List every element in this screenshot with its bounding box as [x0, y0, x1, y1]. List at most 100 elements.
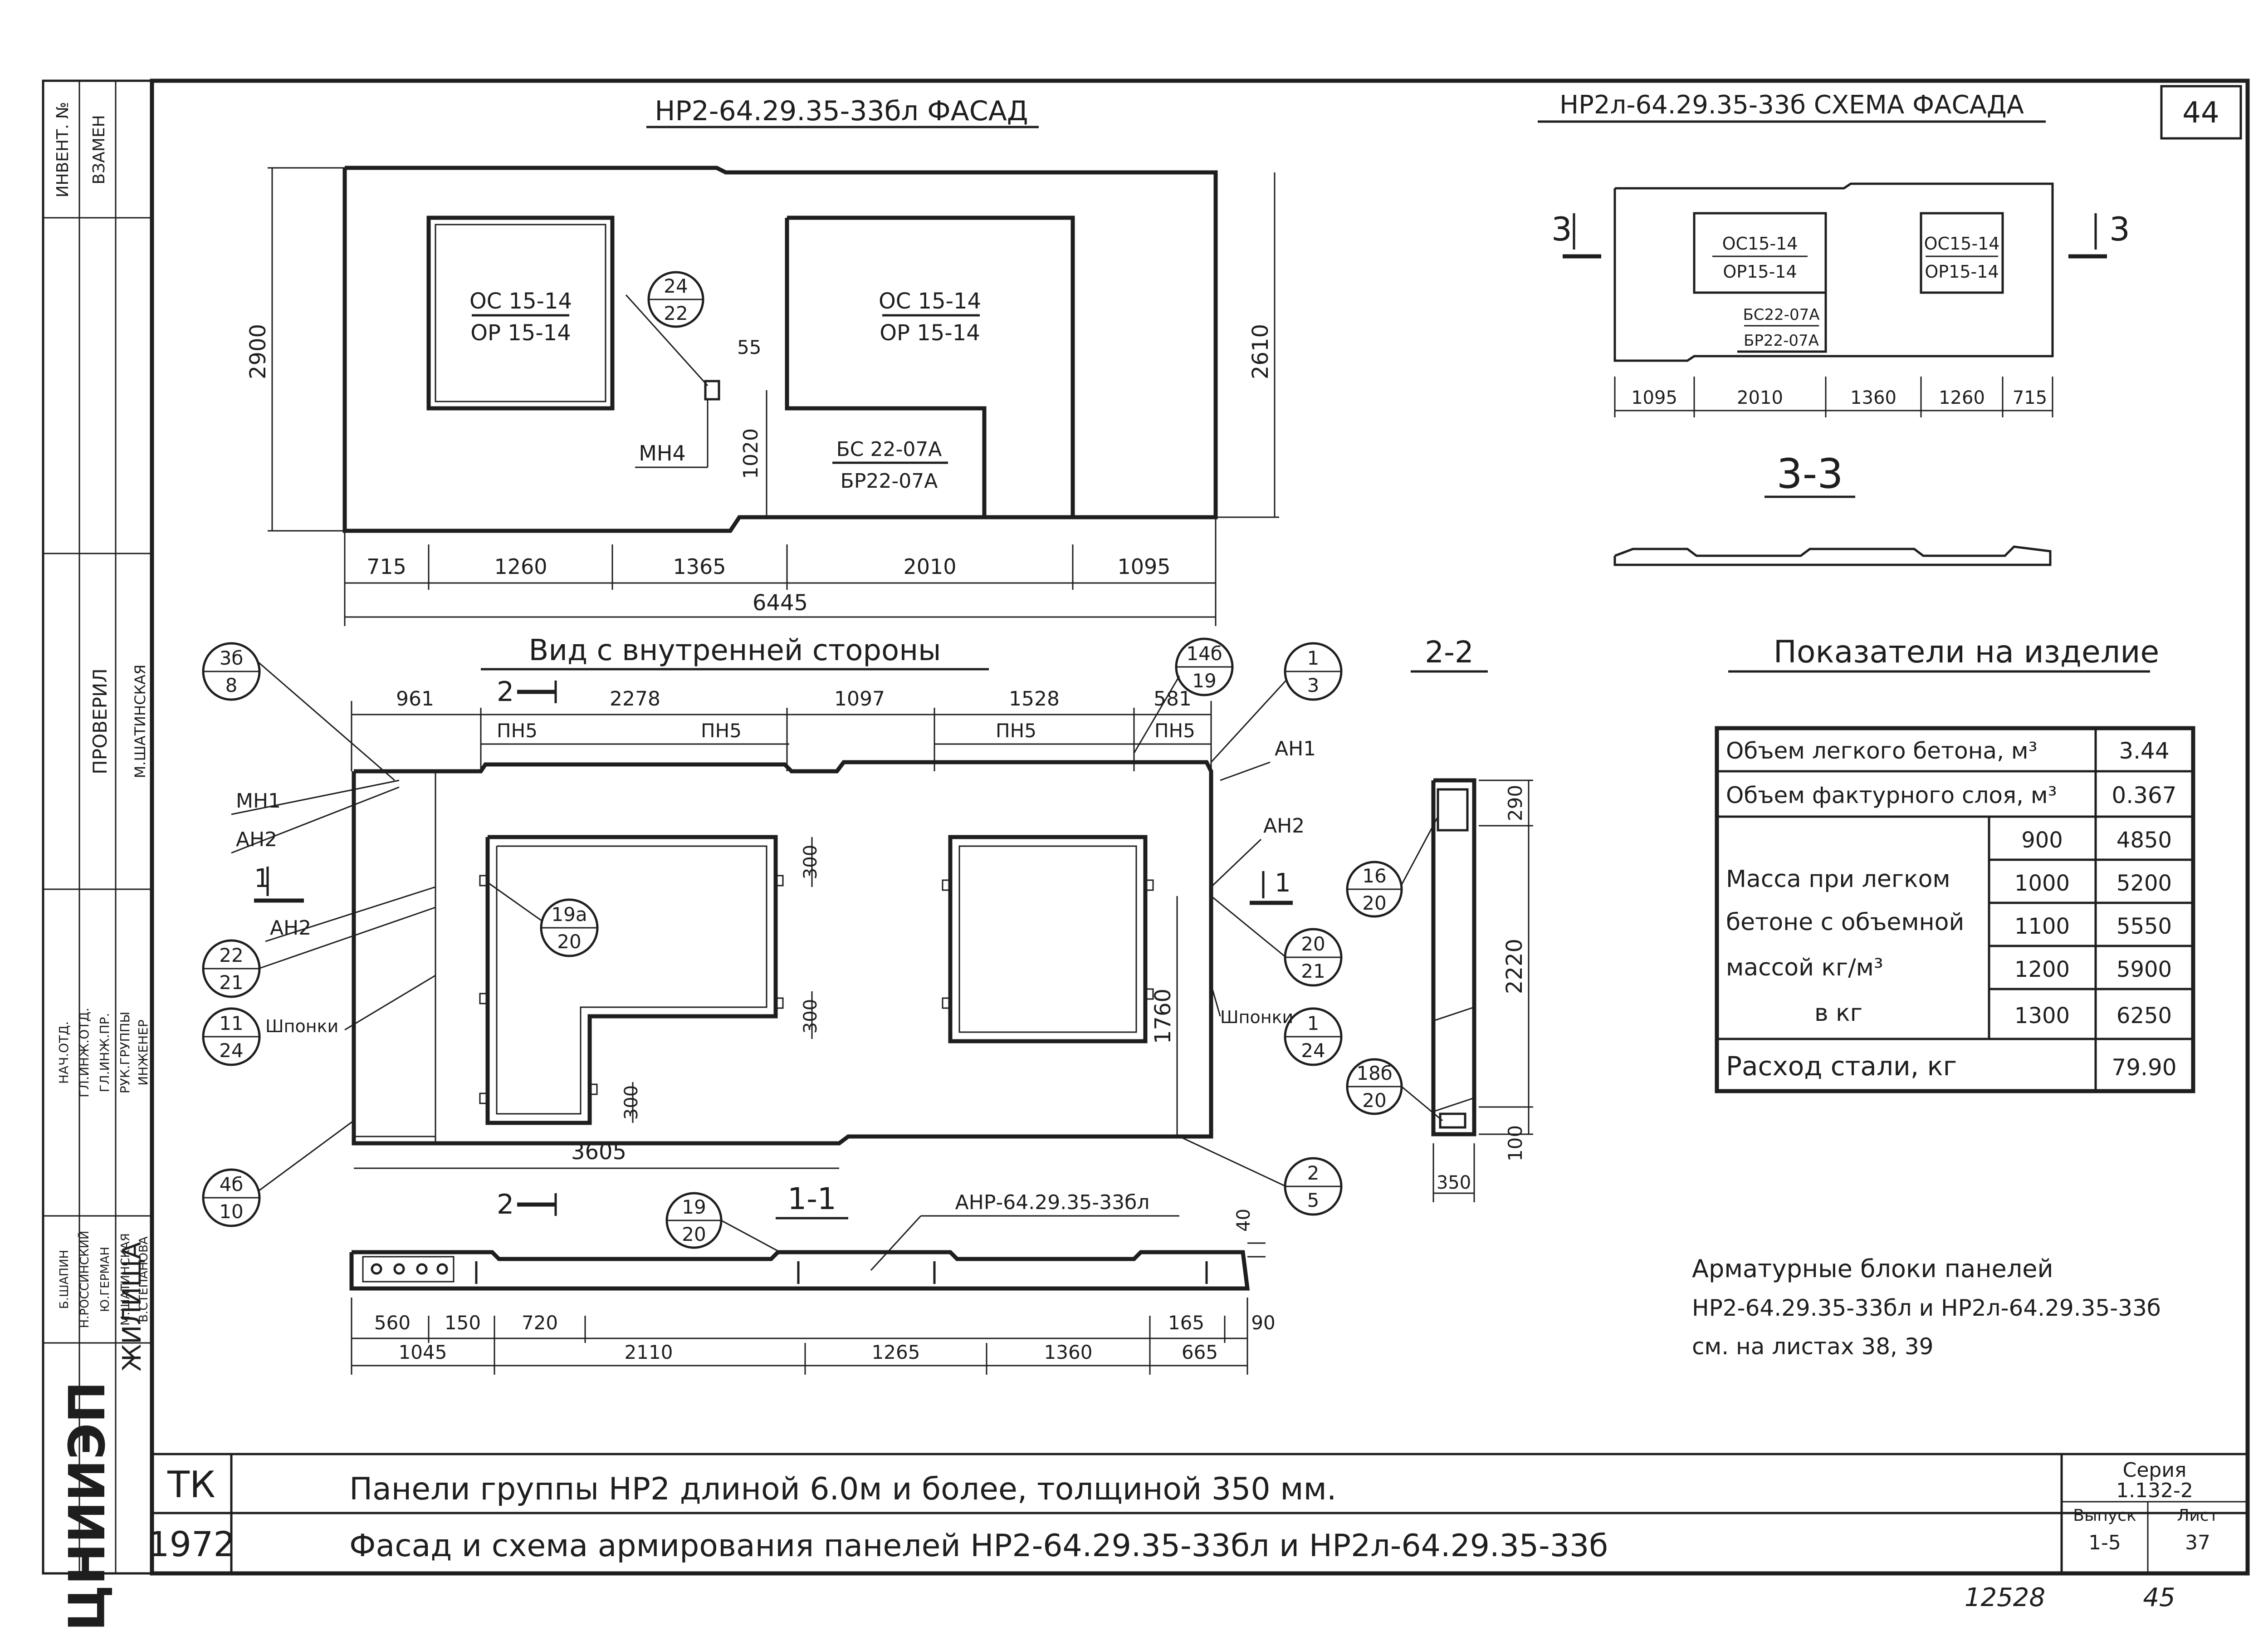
- label-an2-b: АН2: [270, 916, 311, 940]
- dim-1020: 1020: [739, 428, 763, 479]
- replace-header: ВЗАМЕН: [90, 115, 108, 184]
- density-1100: 1100: [2014, 914, 2070, 939]
- dim-2610: 2610: [1248, 324, 1273, 379]
- inner-dim-961: 961: [396, 687, 434, 710]
- dim-150: 150: [445, 1312, 481, 1334]
- callout-14b-19: 14б 19: [1133, 637, 1234, 754]
- callout-1-24: 1 24: [1284, 1007, 1343, 1066]
- callout-1-3: 1 3: [1210, 642, 1343, 763]
- pn5-1: ПН5: [497, 720, 538, 742]
- callout-22-21: 22 21: [202, 906, 436, 998]
- year: 1972: [147, 1524, 235, 1564]
- dim-3605: 3605: [571, 1139, 626, 1165]
- scheme-window1-top: ОС15-14: [1722, 234, 1798, 254]
- sheet-number-box: 44: [2160, 85, 2242, 140]
- dim-2900: 2900: [245, 324, 271, 379]
- door-label-bottom: ОР 15-14: [880, 320, 980, 346]
- anr-label: АНР-64.29.35-33бл: [955, 1191, 1150, 1214]
- scheme-balcony-bottom: БР22-07А: [1744, 332, 1819, 350]
- scheme-cut-right: 3: [2109, 210, 2130, 248]
- handwritten-number: 12528: [1965, 1583, 2045, 1612]
- dim-720: 720: [522, 1312, 558, 1334]
- dim-6445: 6445: [753, 590, 808, 616]
- label-shponki-left: Шпонки: [265, 1016, 338, 1036]
- svg-text:3б: 3б: [220, 647, 244, 669]
- window-label-bottom: ОР 15-14: [470, 320, 571, 346]
- pn5-2: ПН5: [701, 720, 742, 742]
- note-line-2: НР2-64.29.35-33бл и НР2л-64.29.35-33б: [1692, 1295, 2161, 1321]
- name-2: Н.РОССИНСКИЙ: [77, 1231, 92, 1328]
- density-1000: 1000: [2014, 871, 2070, 896]
- svg-text:1: 1: [1307, 647, 1320, 669]
- name-4: М.ШАТИНСКАЯ: [119, 1233, 132, 1326]
- title-block: ТК 1972 Панели группы НР2 длиной 6.0м и …: [147, 1459, 2218, 1564]
- svg-text:44: 44: [2182, 96, 2219, 130]
- checker-name: М.ШАТИНСКАЯ: [132, 665, 149, 779]
- mass-5900: 5900: [2116, 957, 2172, 982]
- scheme-window1-bottom: ОР15-14: [1723, 262, 1797, 282]
- dim-290: 290: [1504, 785, 1526, 821]
- inner-dim-581: 581: [1154, 687, 1192, 710]
- dim-300-3: 300: [621, 1085, 642, 1120]
- role-chief-proj: ГЛ.ИНЖ.ПР.: [97, 1013, 112, 1092]
- role-chief-dept: ГЛ.ИНЖ.ОТД.: [77, 1008, 92, 1097]
- inner-title: Вид с внутренней стороны: [528, 634, 941, 667]
- name-1: Б.ШАПИН: [58, 1250, 71, 1309]
- svg-text:20: 20: [1301, 933, 1325, 955]
- svg-text:24: 24: [219, 1039, 243, 1062]
- svg-text:21: 21: [1301, 960, 1325, 982]
- inner-dim-1097: 1097: [834, 687, 885, 710]
- dim-1265: 1265: [872, 1341, 920, 1363]
- label-an1: АН1: [1275, 737, 1316, 760]
- mass-5200: 5200: [2116, 871, 2172, 896]
- handwritten-page: 45: [2143, 1583, 2175, 1612]
- pn5-3: ПН5: [996, 720, 1036, 742]
- name-3: Ю.ГЕРМАН: [98, 1247, 112, 1312]
- facade-callout-bottom: 22: [664, 302, 688, 324]
- mass-label-4: в кг: [1814, 999, 1862, 1027]
- label-an2-right: АН2: [1263, 814, 1305, 838]
- dim-1760: 1760: [1150, 989, 1176, 1044]
- steel-label: Расход стали, кг: [1726, 1051, 1957, 1082]
- scheme-dim-2: 2010: [1737, 387, 1783, 408]
- scheme-window2-top: ОС15-14: [1924, 234, 2000, 254]
- dim-715: 715: [367, 554, 406, 579]
- dim-165: 165: [1168, 1312, 1204, 1334]
- svg-text:10: 10: [219, 1200, 243, 1223]
- row-facing-value: 0.367: [2112, 782, 2176, 808]
- svg-text:19а: 19а: [551, 903, 587, 926]
- scheme-cut-left: 3: [1551, 210, 1572, 248]
- dim-1045: 1045: [399, 1341, 447, 1363]
- svg-text:8: 8: [225, 674, 238, 696]
- row-facing-label: Объем фактурного слоя, м³: [1726, 782, 2057, 808]
- inner-cut-top: 2: [497, 676, 514, 708]
- balcony-label-top: БС 22-07А: [836, 438, 942, 461]
- svg-text:11: 11: [219, 1012, 243, 1034]
- row-concrete-value: 3.44: [2119, 738, 2169, 764]
- inner-view: Вид с внутренней стороны 961 2278 1097 1…: [202, 634, 1343, 1227]
- callout-3b-8: 3б 8: [202, 642, 395, 781]
- mass-label-2: бетоне с объемной: [1726, 909, 1964, 936]
- note-line-1: Арматурные блоки панелей: [1692, 1254, 2053, 1283]
- org-logo: ЦНИИЭП: [58, 1381, 116, 1631]
- sheet-frame: [42, 78, 2250, 1576]
- title-line-1: Панели группы НР2 длиной 6.0м и более, т…: [349, 1471, 1336, 1507]
- inner-dim-1528: 1528: [1009, 687, 1060, 710]
- dim-1095: 1095: [1117, 554, 1170, 579]
- density-1200: 1200: [2014, 957, 2070, 982]
- label-an2-a: АН2: [236, 828, 277, 851]
- mass-label-3: массой кг/м³: [1726, 954, 1883, 981]
- facade-title: НР2-64.29.35-33бл ФАСАД: [655, 95, 1028, 127]
- sheet-value: 37: [2185, 1531, 2210, 1554]
- section-1-1: 1-1 АНР-64.29.35-33бл 19 20 40 560 1: [349, 1181, 1276, 1375]
- callout-11-24: 11 24: [202, 1007, 261, 1066]
- scheme-dim-1: 1095: [1631, 387, 1677, 408]
- svg-text:14б: 14б: [1186, 642, 1222, 665]
- section-2-2: 2-2 290 2220 100 350 16 20 18б 20: [1346, 635, 1533, 1202]
- role-group: РУК.ГРУППЫ: [117, 1012, 132, 1094]
- sec22-callout2-bottom: 20: [1362, 1089, 1386, 1112]
- dim-1365: 1365: [673, 554, 726, 579]
- issue-label: Выпуск: [2073, 1506, 2136, 1525]
- inner-cut1-right: 1: [1275, 868, 1291, 898]
- dim-300-1: 300: [800, 845, 821, 879]
